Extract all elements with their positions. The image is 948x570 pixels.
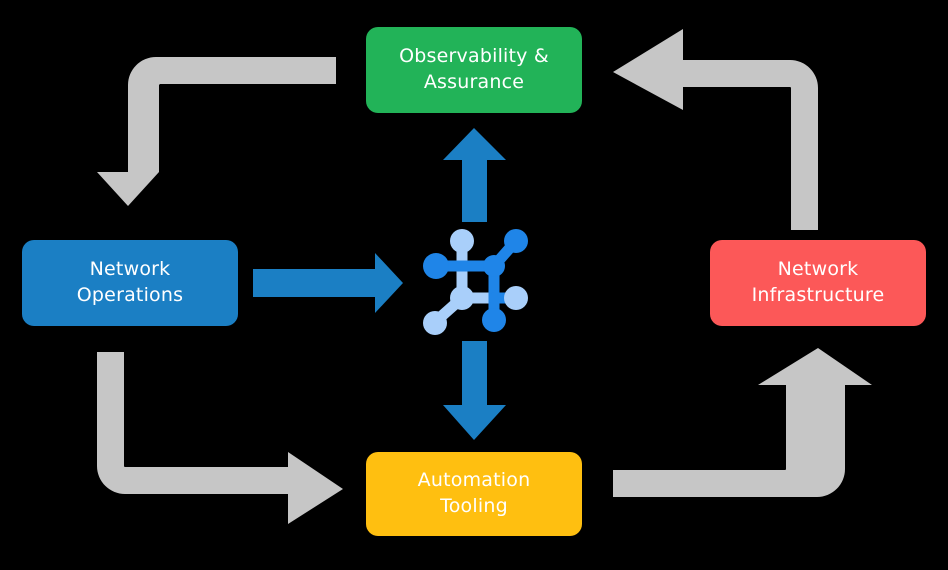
node-observability-label: Observability & Assurance <box>399 45 549 93</box>
node-operations-label: Network Operations <box>76 258 184 306</box>
arrow-infrastructure-to-observability <box>613 29 818 230</box>
arrow-hub-to-automation <box>443 341 506 440</box>
arrow-observability-to-operations <box>97 57 336 206</box>
network-topology-icon <box>423 229 528 335</box>
arrow-automation-to-infrastructure <box>613 348 872 497</box>
arrow-operations-to-hub <box>253 253 403 313</box>
arrow-operations-to-automation <box>97 352 343 524</box>
node-observability-assurance[interactable]: Observability & Assurance <box>366 27 582 113</box>
node-automation-label: Automation Tooling <box>417 469 531 517</box>
node-network-infrastructure[interactable]: Network Infrastructure <box>710 240 926 326</box>
arrow-hub-to-observability <box>443 128 506 222</box>
node-network-operations[interactable]: Network Operations <box>22 240 238 326</box>
node-infrastructure-label: Network Infrastructure <box>751 258 885 306</box>
node-automation-tooling[interactable]: Automation Tooling <box>366 452 582 536</box>
